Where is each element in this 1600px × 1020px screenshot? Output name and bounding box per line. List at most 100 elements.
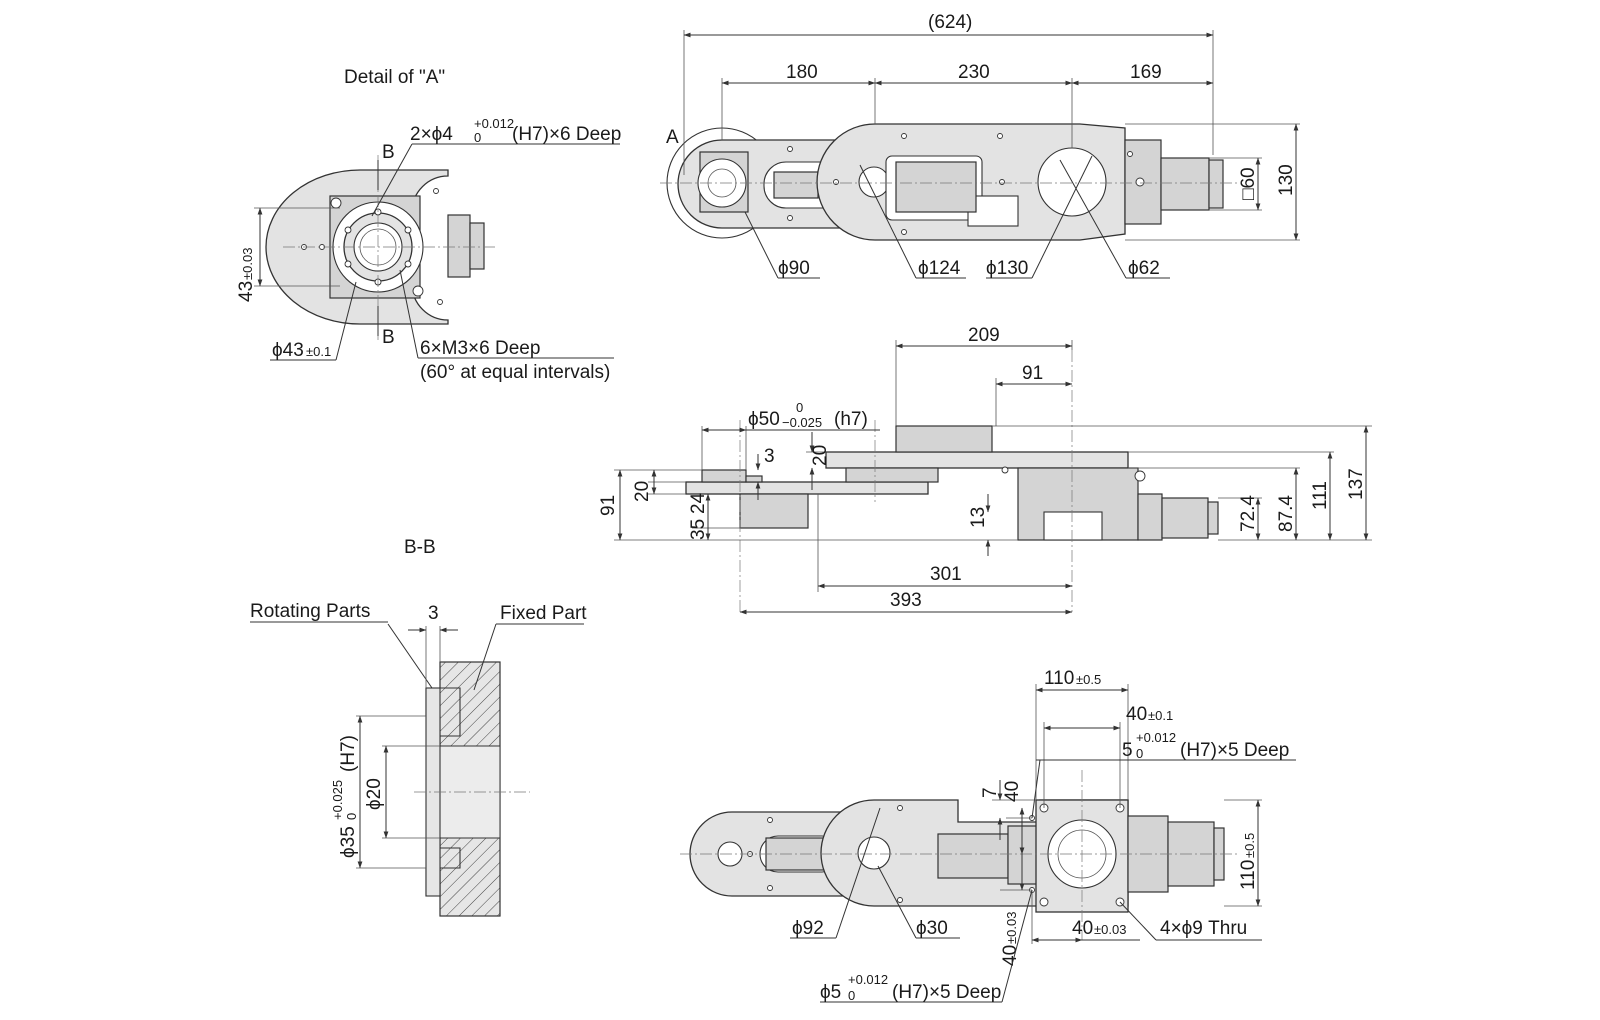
side-arm-1-plate xyxy=(685,481,929,495)
seg-169-dim: 169 xyxy=(1130,62,1162,83)
shaft-50-dim: ϕ50 0 −0.025 (h7) xyxy=(748,400,868,430)
dim-13: 13 xyxy=(968,507,989,528)
svg-text:(H7)×5 Deep: (H7)×5 Deep xyxy=(892,982,1001,1003)
dim-72-4: 72.4 xyxy=(1238,495,1259,532)
pin-holes-callout: 2×ϕ4 +0.012 0 (H7)×6 Deep xyxy=(410,116,621,145)
dia-130-dim: ϕ130 xyxy=(986,258,1028,279)
svg-text:±0.1: ±0.1 xyxy=(1148,708,1173,723)
svg-text:0: 0 xyxy=(474,130,481,145)
thru-holes-callout: 4×ϕ9 Thru xyxy=(1160,918,1247,939)
section-marker-b-top: B xyxy=(382,142,395,163)
dim-110-right: 110 ±0.5 xyxy=(1238,833,1259,890)
svg-text:2×ϕ4: 2×ϕ4 xyxy=(410,124,453,145)
pin-5-callout: 5 +0.012 0 (H7)×5 Deep xyxy=(1122,730,1289,761)
side-arm-2-motor xyxy=(895,425,993,453)
tapped-holes-callout: 6×M3×6 Deep xyxy=(420,338,540,359)
bore-43-dim: ϕ43 ±0.1 xyxy=(272,340,331,361)
svg-text:43: 43 xyxy=(236,281,257,302)
svg-text:0: 0 xyxy=(1136,746,1143,761)
bottom-view: 110 ±0.5 40 ±0.1 5 +0.012 0 (H7)×5 Deep … xyxy=(680,668,1296,1003)
svg-text:0: 0 xyxy=(848,988,855,1003)
arm-2-motor xyxy=(895,161,977,213)
svg-text:110: 110 xyxy=(1044,668,1074,689)
dia-30-dim: ϕ30 xyxy=(916,918,948,939)
svg-text:+0.025: +0.025 xyxy=(330,780,345,820)
svg-text:(H7): (H7) xyxy=(338,735,359,772)
dia-124-dim: ϕ124 xyxy=(918,258,961,279)
section-bb-view: B-B Rotating Parts Fixed Part 3 ϕ20 ϕ35 … xyxy=(250,537,587,917)
bottom-joint-30-hole xyxy=(857,836,891,870)
detail-a-title: Detail of "A" xyxy=(344,67,445,88)
svg-text:+0.012: +0.012 xyxy=(474,116,514,131)
detail-a-screw-icon xyxy=(330,197,342,209)
svg-text:(H7)×6 Deep: (H7)×6 Deep xyxy=(512,124,621,145)
svg-text:+0.012: +0.012 xyxy=(1136,730,1176,745)
pin-5-bottom-callout: ϕ5 +0.012 0 (H7)×5 Deep xyxy=(820,972,1001,1003)
svg-text:±0.03: ±0.03 xyxy=(1004,912,1019,944)
svg-text:40: 40 xyxy=(1126,704,1147,725)
dim-7: 7 xyxy=(980,787,1001,798)
dim-20-top: 20 xyxy=(810,445,831,466)
svg-text:0: 0 xyxy=(796,400,803,415)
seg-180-dim: 180 xyxy=(786,62,818,83)
section-marker-b-bottom: B xyxy=(382,327,395,348)
dim-111: 111 xyxy=(1310,481,1331,510)
dim-91-left: 91 xyxy=(598,495,619,516)
svg-text:±0.5: ±0.5 xyxy=(1242,833,1257,858)
detail-a-screw-icon xyxy=(412,285,424,297)
side-arm-1-flange xyxy=(701,469,747,483)
detail-a-view: Detail of "A" B B xyxy=(236,67,621,383)
dim-209: 209 xyxy=(968,325,1000,346)
svg-text:±0.1: ±0.1 xyxy=(306,344,331,359)
height-130-dim: 130 xyxy=(1276,164,1297,196)
svg-text:(h7): (h7) xyxy=(834,409,868,430)
outer-dia-35-dim: ϕ35 +0.025 0 (H7) xyxy=(330,735,359,858)
inner-dia-20-dim: ϕ20 xyxy=(364,778,385,810)
overall-624-dim: (624) xyxy=(928,12,972,33)
dim-110-top: 110 ±0.5 xyxy=(1044,668,1101,689)
svg-text:40: 40 xyxy=(1072,918,1093,939)
svg-text:(H7)×5 Deep: (H7)×5 Deep xyxy=(1180,740,1289,761)
svg-text:ϕ5: ϕ5 xyxy=(820,982,841,1003)
dim-40-vertical: 40 xyxy=(1002,781,1023,802)
dim-393: 393 xyxy=(890,590,922,611)
svg-text:±0.03: ±0.03 xyxy=(1094,922,1126,937)
dim-87-4: 87.4 xyxy=(1276,495,1297,532)
dim-35: 35 xyxy=(688,519,709,540)
svg-text:0: 0 xyxy=(344,813,359,820)
side-view: 209 91 ϕ50 0 −0.025 (h7) 3 20 91 20 xyxy=(598,325,1372,615)
dia-92-dim: ϕ92 xyxy=(792,918,824,939)
motor-square-60-dim: □60 xyxy=(1238,167,1259,200)
rotating-parts-label: Rotating Parts xyxy=(250,601,370,622)
dia-90-dim: ϕ90 xyxy=(778,258,810,279)
arm-2-motor-60 xyxy=(1160,157,1210,211)
side-motor-60 xyxy=(1161,497,1209,539)
arm-1-motor xyxy=(773,171,819,199)
svg-text:±0.5: ±0.5 xyxy=(1076,672,1101,687)
dim-24: 24 xyxy=(688,492,709,514)
svg-text:ϕ50: ϕ50 xyxy=(748,409,780,430)
dim-91-top: 91 xyxy=(1022,363,1043,384)
side-arm-1-motor xyxy=(739,493,809,529)
dim-40-top: 40 ±0.1 xyxy=(1126,704,1173,725)
dim-40-tol-vertical: 40 ±0.03 xyxy=(1000,912,1021,966)
top-view: A ( xyxy=(660,12,1300,279)
fixed-part-label: Fixed Part xyxy=(500,603,587,624)
section-bb-title: B-B xyxy=(404,537,436,558)
svg-text:110: 110 xyxy=(1238,860,1259,890)
dia-62-dim: ϕ62 xyxy=(1128,258,1160,279)
seg-230-dim: 230 xyxy=(958,62,990,83)
height-43-dim: 43 ±0.03 xyxy=(236,248,257,302)
side-base-slot xyxy=(1043,511,1103,541)
svg-text:+0.012: +0.012 xyxy=(848,972,888,987)
detail-a-side-block xyxy=(447,214,471,278)
svg-text:5: 5 xyxy=(1122,740,1133,761)
side-arm-2-plate xyxy=(825,451,1129,469)
dim-301: 301 xyxy=(930,564,962,585)
detail-a-connector xyxy=(469,222,485,270)
svg-text:ϕ43: ϕ43 xyxy=(272,340,304,361)
gap-3-dim: 3 xyxy=(428,603,439,624)
dim-3: 3 xyxy=(764,446,775,467)
top-view-holes xyxy=(787,133,1145,235)
